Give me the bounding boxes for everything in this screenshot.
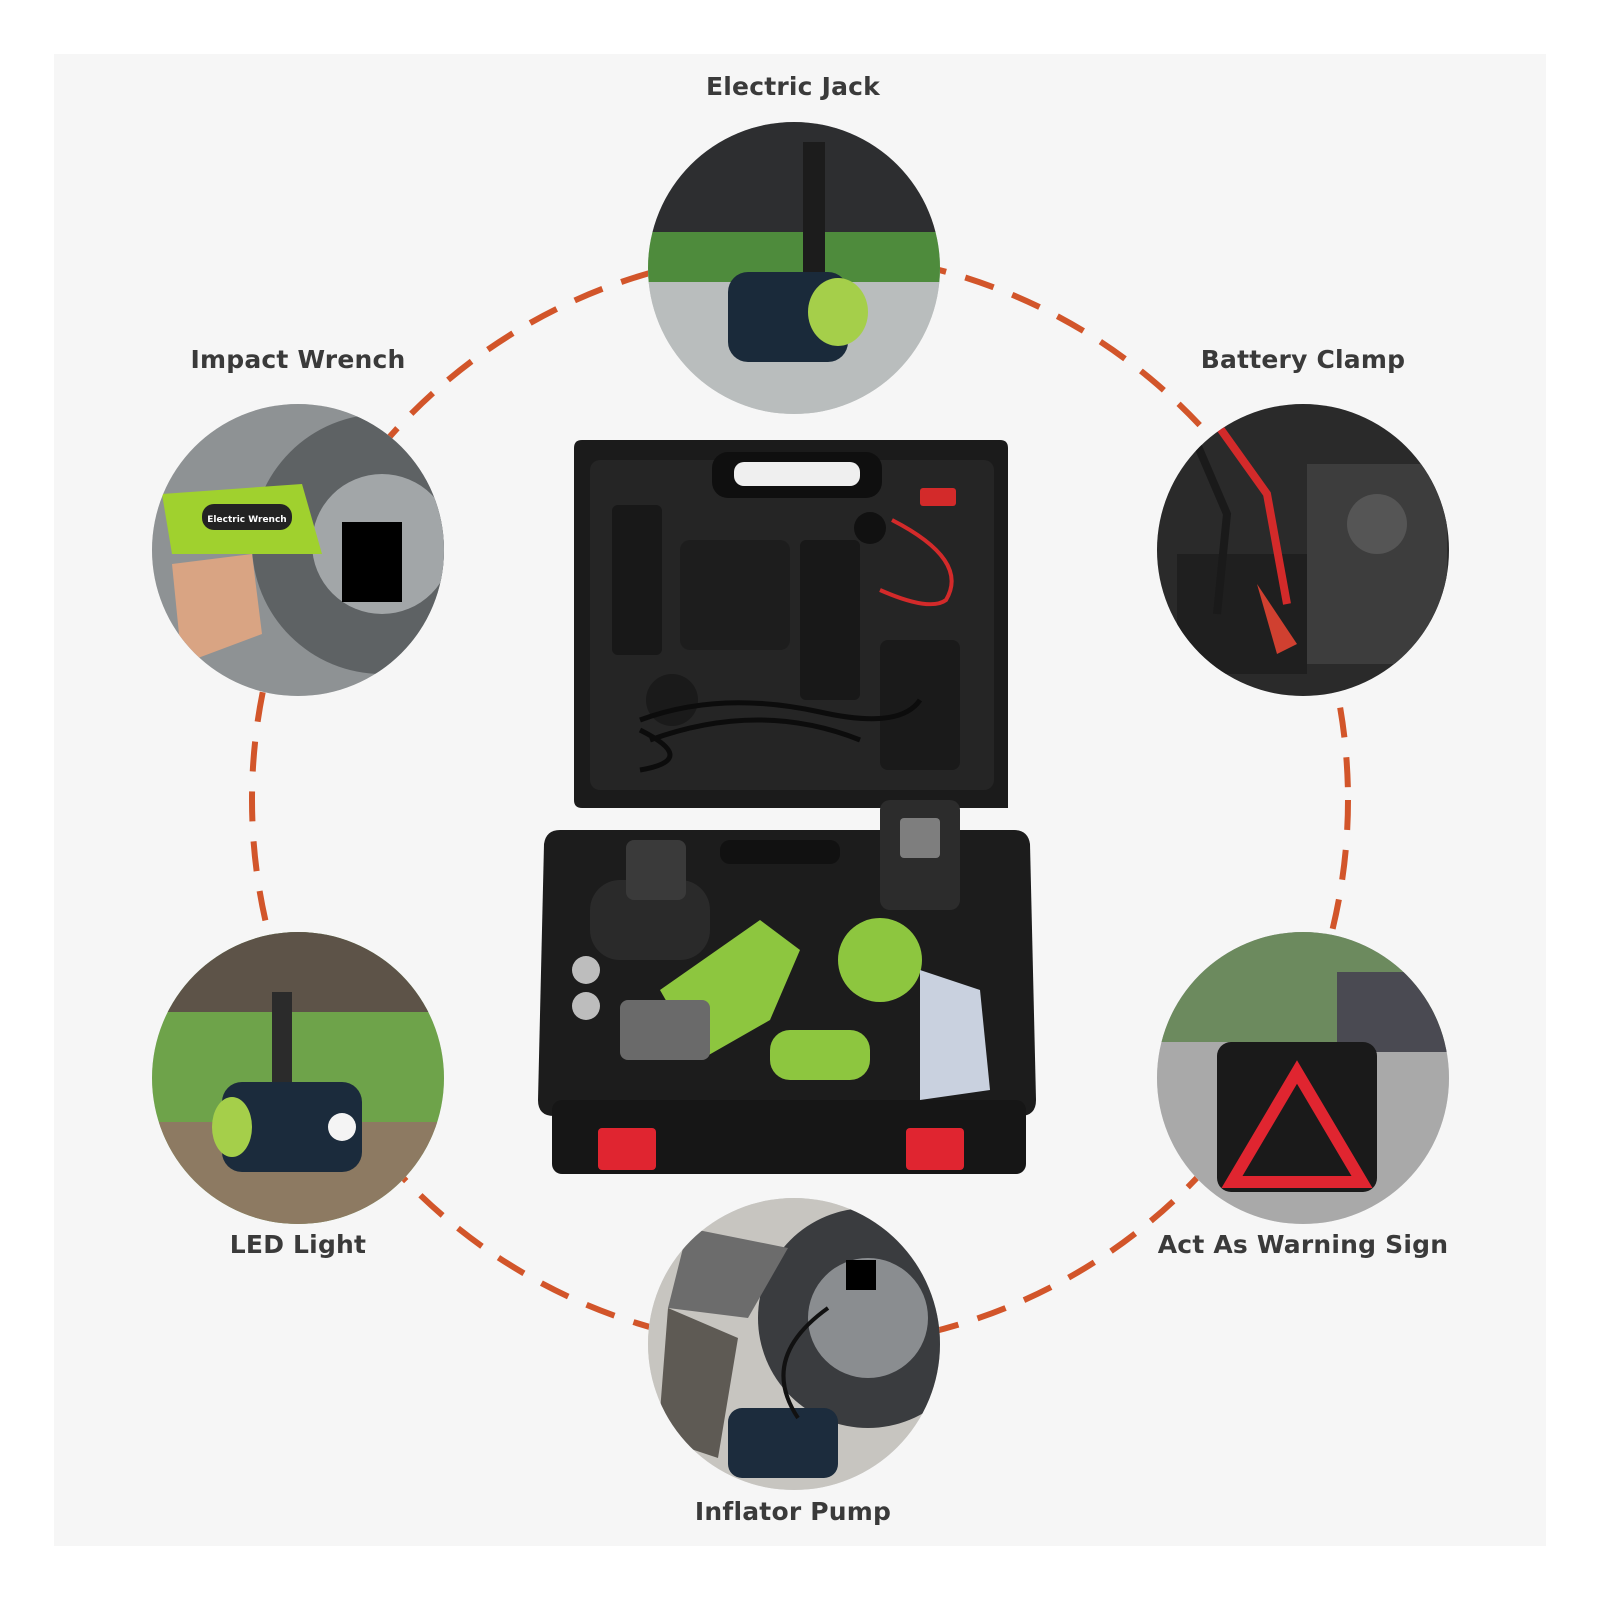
circle-inflator-pump — [648, 1198, 940, 1490]
circle-impact-wrench: Electric Wrench — [152, 404, 444, 696]
impact-wrench-photo: Electric Wrench — [152, 404, 444, 696]
label-led-light: LED Light — [229, 1230, 367, 1259]
label-inflator-pump: Inflator Pump — [694, 1497, 892, 1526]
case-lid — [574, 440, 1008, 808]
battery-clamp-photo — [1157, 404, 1449, 696]
circle-led-light — [152, 932, 444, 1224]
label-warning-sign: Act As Warning Sign — [1157, 1230, 1449, 1259]
warning-sign-photo — [1157, 932, 1449, 1224]
case-base — [538, 800, 1036, 1174]
label-battery-clamp: Battery Clamp — [1200, 345, 1406, 374]
electric-jack-photo — [648, 122, 940, 414]
wrench-badge-text: Electric Wrench — [207, 515, 286, 525]
led-light-photo — [152, 932, 444, 1224]
inflator-pump-photo — [648, 1198, 940, 1490]
circle-warning-sign — [1157, 932, 1449, 1224]
label-electric-jack: Electric Jack — [705, 72, 881, 101]
label-impact-wrench: Impact Wrench — [190, 345, 406, 374]
circle-electric-jack — [648, 122, 940, 414]
circle-battery-clamp — [1157, 404, 1449, 696]
